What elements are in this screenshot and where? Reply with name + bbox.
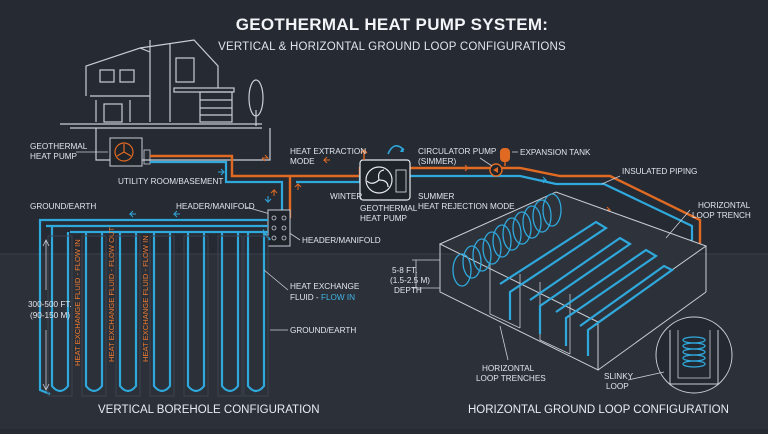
label-heat-exchange-fluid-2a: FLUID - — [290, 293, 321, 302]
page-subtitle: VERTICAL & HORIZONTAL GROUND LOOP CONFIG… — [218, 41, 566, 53]
label-heat-extraction-2: MODE — [290, 157, 315, 166]
label-center-pump-2: HEAT PUMP — [360, 214, 408, 223]
label-horizontal-loop-trench-1: HORIZONTAL — [698, 201, 751, 210]
expansion-tank-icon — [500, 148, 510, 166]
leader-insulated — [601, 175, 621, 185]
label-heat-exchange-fluid-2: FLUID - FLOW IN — [290, 293, 355, 302]
bore-depth-dimension — [42, 239, 50, 391]
label-header-manifold-bottom: HEADER/MANIFOLD — [302, 236, 381, 245]
center-heat-pump — [359, 145, 411, 201]
label-header-manifold-top: HEADER/MANIFOLD — [176, 202, 255, 211]
leader-heat-exchange — [263, 269, 289, 291]
caption-horizontal: HORIZONTAL GROUND LOOP CONFIGURATION — [468, 404, 729, 416]
label-geothermal-heat-pump-1: GEOTHERMAL — [30, 142, 88, 151]
label-circulator-pump-2: (SIMMER) — [418, 157, 456, 166]
fan-icon — [366, 169, 389, 188]
leader-manifold-top — [245, 206, 271, 215]
label-vertical-fluid-in-2: HEAT EXCHANGE FLUID - FLOW IN — [141, 235, 150, 362]
label-geothermal-heat-pump-2: HEAT PUMP — [30, 152, 78, 161]
label-bore-depth-2: (90-150 M) — [30, 311, 70, 320]
label-expansion-tank: EXPANSION TANK — [520, 148, 591, 157]
label-insulated-piping: INSULATED PIPING — [622, 167, 697, 176]
label-utility-room: UTILITY ROOM/BASEMENT — [118, 177, 223, 186]
horizontal-trench-field — [438, 191, 708, 371]
fan-icon — [116, 144, 132, 157]
label-vertical-fluid-in-1: HEAT EXCHANGE FLUID - FLOW IN — [73, 239, 82, 366]
manifold — [267, 209, 291, 247]
label-heat-exchange-fluid-2b: FLOW IN — [321, 293, 355, 302]
pump-icon — [489, 163, 503, 177]
label-horizontal-trenches-1: HORIZONTAL — [482, 364, 535, 373]
tree-icon — [248, 79, 264, 126]
leader-horizontal-trenches — [499, 325, 509, 361]
label-heat-exchange-fluid-1: HEAT EXCHANGE — [290, 282, 360, 291]
label-depth-1: 5-8 FT. — [392, 266, 417, 275]
label-center-pump-1: GEOTHERMAL — [360, 204, 418, 213]
label-heat-extraction-1: HEAT EXTRACTION — [290, 147, 366, 156]
leader-slinky — [627, 371, 665, 381]
label-horizontal-loop-trench-2: LOOP TRENCH — [692, 211, 751, 220]
label-winter: WINTER — [330, 192, 362, 201]
vertical-boreholes — [38, 218, 271, 397]
label-bore-depth-1: 300-500 FT. — [28, 300, 72, 309]
label-depth-2: (1.5-2.5 M) — [390, 276, 430, 285]
label-summer-1: SUMMER — [418, 192, 454, 201]
label-vertical-fluid-out: HEAT EXCHANGE FLUID - FLOW OUT — [107, 226, 116, 362]
label-summer-2: HEAT REJECTION MODE — [418, 202, 515, 211]
left-heat-pump-unit — [109, 137, 151, 167]
slinky-coil — [452, 193, 562, 287]
label-ground-earth-left: GROUND/EARTH — [30, 202, 96, 211]
label-slinky-1: SLINKY — [604, 372, 634, 381]
label-horizontal-trenches-2: LOOP TRENCHES — [476, 374, 546, 383]
label-circulator-pump-1: CIRCULATOR PUMP — [418, 147, 497, 156]
label-depth-3: DEPTH — [394, 286, 422, 295]
slinky-inset — [655, 316, 733, 394]
caption-vertical: VERTICAL BOREHOLE CONFIGURATION — [98, 404, 320, 416]
leader-horizontal-trench — [665, 209, 691, 239]
house-icon — [60, 39, 271, 161]
leader-circulator — [479, 157, 493, 167]
label-slinky-2: LOOP — [606, 382, 629, 391]
page-title: GEOTHERMAL HEAT PUMP SYSTEM: — [236, 15, 549, 34]
label-ground-earth-mid: GROUND/EARTH — [290, 326, 356, 335]
